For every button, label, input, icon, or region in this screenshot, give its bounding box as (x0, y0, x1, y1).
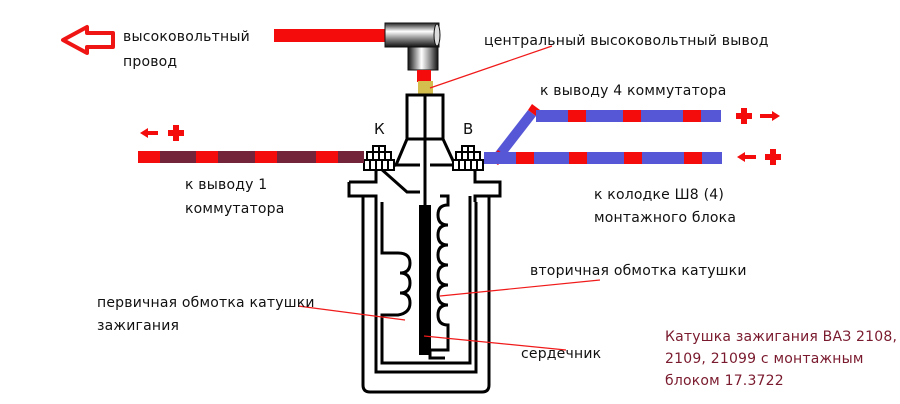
hv-wire (274, 29, 386, 42)
central-hv-terminal-contact (418, 81, 433, 94)
hv-wire-boot (384, 22, 441, 94)
right-bottom-plus-icon (765, 149, 781, 165)
right-top-arrow-icon (760, 111, 780, 121)
wire-to-commutator-1 (138, 151, 364, 163)
label-core: сердечник (521, 346, 602, 362)
label-to-block-line1: к колодке Ш8 (4) (594, 187, 724, 203)
left-arrow-icon (140, 128, 158, 138)
label-to-commutator-1-line1: к выводу 1 (185, 177, 268, 193)
terminal-b-label: В (463, 120, 474, 138)
right-top-plus-icon (736, 108, 752, 124)
diagram-caption-line3: блоком 17.3722 (665, 373, 784, 389)
label-primary-winding-line1: первичная обмотка катушки (97, 295, 315, 311)
diagram-caption-line1: Катушка зажигания ВАЗ 2108, (665, 329, 898, 345)
label-primary-winding-line2: зажигания (97, 318, 180, 334)
leader-central-hv-output (429, 45, 553, 89)
coil-body (347, 93, 502, 394)
leader-core (423, 335, 567, 351)
label-to-commutator-1-line2: коммутатора (185, 201, 285, 217)
wire-to-block-sh8 (484, 152, 722, 164)
label-to-commutator-4: к выводу 4 коммутатора (540, 83, 727, 99)
terminal-k (363, 145, 395, 171)
label-central-hv-output: центральный высоковольтный вывод (484, 33, 769, 49)
right-bottom-arrow-icon (737, 152, 756, 162)
wire-to-commutator-4 (490, 104, 721, 165)
leader-secondary-winding (439, 279, 601, 297)
diagram-caption-line2: 2109, 21099 с монтажным (665, 351, 864, 367)
label-hv-wire-line2: провод (123, 54, 178, 70)
label-to-block-line2: монтажного блока (594, 210, 737, 226)
hv-wire-arrow-icon (61, 25, 115, 55)
label-secondary-winding: вторичная обмотка катушки (530, 263, 747, 279)
terminal-b (452, 145, 484, 171)
left-plus-icon (168, 125, 184, 141)
terminal-k-label: К (374, 120, 385, 138)
coil-core (419, 205, 431, 355)
leader-primary-winding (297, 305, 406, 321)
label-hv-wire-line1: высоковольтный (123, 29, 250, 45)
